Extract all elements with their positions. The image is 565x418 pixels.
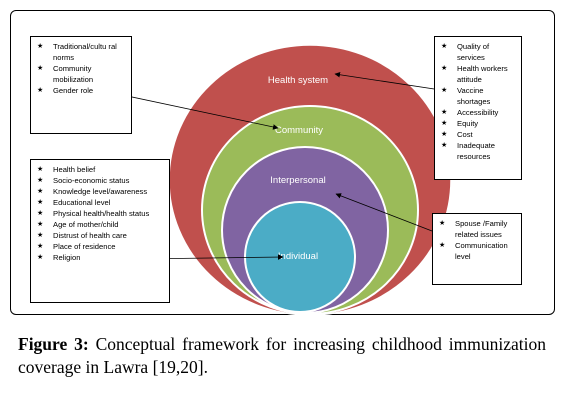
list-item: Knowledge level/awareness [37, 186, 165, 197]
list-item: Communication level [439, 240, 517, 262]
list-item: Community mobilization [37, 63, 127, 85]
interpersonal-factors-box: Spouse /Family related issues Communicat… [432, 213, 522, 285]
list-item: Health workers attitude [441, 63, 517, 85]
list-item: Distrust of health care [37, 230, 165, 241]
individual-factors-box: Health belief Socio-economic status Know… [30, 159, 170, 303]
list-item: Gender role [37, 85, 127, 96]
list-item: Spouse /Family related issues [439, 218, 517, 240]
list-item: Equity [441, 118, 517, 129]
individual-label: Individual [278, 251, 318, 262]
caption-label: Figure 3: [18, 334, 89, 354]
list-item: Accessibility [441, 107, 517, 118]
list-item: Age of mother/child [37, 219, 165, 230]
individual-ring [244, 201, 356, 313]
list-item: Health belief [37, 164, 165, 175]
figure-caption: Figure 3: Conceptual framework for incre… [18, 333, 546, 379]
community-label: Community [275, 125, 323, 136]
list-item: Quality of services [441, 41, 517, 63]
interpersonal-label: Interpersonal [270, 175, 325, 186]
list-item: Vaccine shortages [441, 85, 517, 107]
list-item: Traditional/cultu ral norms [37, 41, 127, 63]
list-item: Socio-economic status [37, 175, 165, 186]
health-system-factors-box: Quality of services Health workers attit… [434, 36, 522, 180]
list-item: Inadequate resources [441, 140, 517, 162]
list-item: Religion [37, 252, 165, 263]
arrow-family-to-interpersonal [335, 193, 433, 232]
caption-text: Conceptual framework for increasing chil… [18, 334, 546, 377]
arrow-gender-to-community [117, 93, 279, 130]
sociocultural-factors-box: Traditional/cultu ral norms Community mo… [30, 36, 132, 134]
health-system-label: Health system [268, 75, 328, 86]
list-item: Physical health/health status [37, 208, 165, 219]
list-item: Cost [441, 129, 517, 140]
list-item: Place of residence [37, 241, 165, 252]
list-item: Educational level [37, 197, 165, 208]
